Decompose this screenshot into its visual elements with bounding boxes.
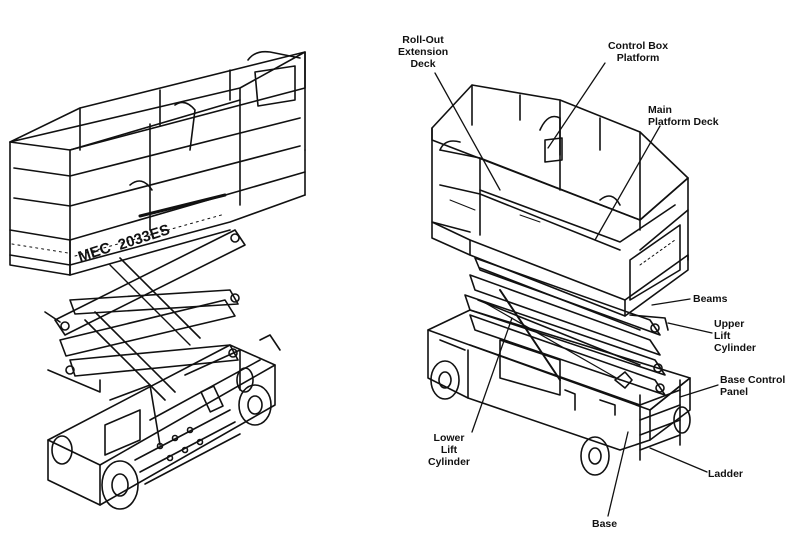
leader-beams (651, 298, 691, 306)
leader-upper-lift-cylinder (667, 322, 713, 334)
leader-ladder (649, 447, 708, 473)
label-base: Base (592, 518, 618, 530)
leader-main-platform-deck (594, 125, 661, 241)
leader-roll-out-extension-deck (434, 72, 501, 191)
leader-base (607, 431, 629, 517)
right-guard-rail (431, 84, 689, 261)
label-base-control-panel: Base Control Panel (720, 374, 786, 398)
right-platform-deck (431, 189, 689, 317)
left-guard-rail (9, 50, 306, 276)
label-ladder: Ladder (708, 468, 744, 480)
label-control-box-platform: Control Box Platform (607, 40, 669, 64)
left-wheels (51, 367, 272, 510)
label-lower-lift-cylinder: Lower Lift Cylinder (427, 432, 470, 468)
label-upper-lift-cylinder: Upper Lift Cylinder (714, 318, 757, 354)
right-wheels (430, 360, 691, 476)
left-platform-deck (9, 149, 306, 276)
left-brand-plate: MEC (76, 239, 113, 266)
label-roll-out-extension-deck: Roll-Out Extension Deck (398, 34, 449, 70)
left-scissor-lift: MEC 2033ES (9, 50, 306, 510)
left-scissor-arms (44, 229, 246, 401)
label-beams: Beams (693, 293, 728, 305)
leader-control-box-platform (547, 62, 606, 149)
leader-lower-lift-cylinder (471, 317, 513, 433)
label-main-platform-deck: Main Platform Deck (648, 104, 719, 128)
right-ladder (639, 379, 681, 461)
right-scissor-arms (464, 257, 669, 396)
leader-lines (434, 62, 719, 517)
right-scissor-lift (427, 84, 691, 476)
leader-base-control-panel (679, 384, 719, 398)
